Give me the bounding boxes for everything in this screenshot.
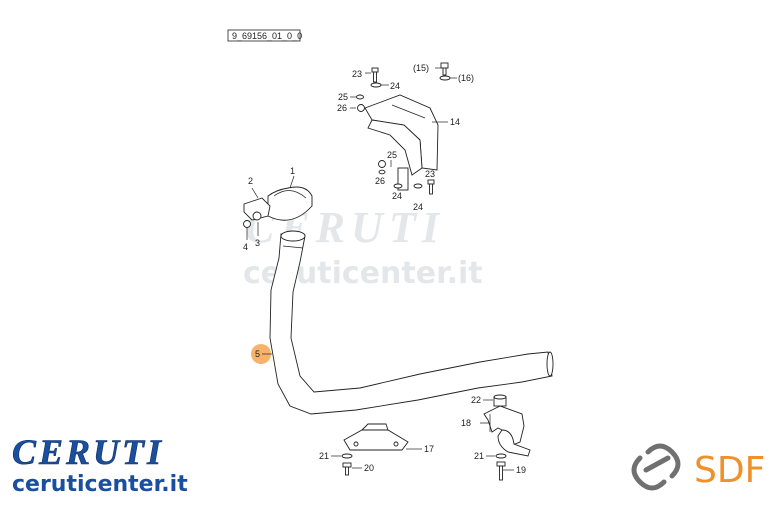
label-26b: 26 [375,176,385,186]
label-4: 4 [243,242,248,252]
heat-shield-part[interactable] [364,94,439,191]
label-24c: 24 [413,202,423,212]
label-24b: 24 [392,191,402,201]
bolt-part[interactable] [342,462,352,476]
nut-part[interactable] [378,160,386,168]
label-15: (15) [413,63,429,73]
exhaust-pipe-part[interactable] [269,230,554,415]
u-bolt-clamp-part[interactable] [243,186,313,221]
label-26a: 26 [337,103,347,113]
label-17: 17 [424,444,434,454]
washer-part[interactable] [439,75,451,81]
sdf-logo-text: SDF [694,450,765,491]
washer-part[interactable] [378,169,386,175]
sdf-logo: SDF [631,443,765,491]
label-19: 19 [516,465,526,475]
ceruti-logo-brand: CERUTI [12,432,164,472]
pipe-clamp-part[interactable] [483,394,531,457]
bolt-part[interactable] [440,62,449,76]
washer-part[interactable] [370,82,382,88]
washer-part[interactable] [413,183,423,189]
drawing-code-box: 9_69156_01_0_0 [227,29,302,42]
drawing-code: 9_69156_01_0_0 [232,31,302,41]
label-22: 22 [471,395,481,405]
label-18: 18 [461,418,471,428]
washer-part[interactable] [495,453,507,459]
label-23a: 23 [352,69,362,79]
sdf-knot-icon [631,443,681,491]
mounting-bracket-part[interactable] [343,423,409,451]
label-5: 5 [255,349,260,359]
ceruti-logo-url: ceruticenter.it [12,472,188,497]
label-1: 1 [290,166,295,176]
label-14: 14 [450,117,460,127]
label-23b: 23 [425,169,435,179]
callout-5-highlight: 5 [251,344,272,364]
label-25b: 25 [387,150,397,160]
label-20: 20 [364,463,374,473]
bolt-part[interactable] [371,67,379,83]
label-24a: 24 [390,81,400,91]
label-2: 2 [248,176,253,186]
ceruti-logo: CERUTI ceruticenter.it [12,432,189,497]
label-3: 3 [255,238,260,248]
washer-part[interactable] [356,94,364,100]
bolt-part[interactable] [427,179,435,195]
bolt-part[interactable] [496,461,506,481]
label-16: (16) [458,73,474,83]
nut-part[interactable] [243,220,251,228]
nut-part[interactable] [357,104,365,112]
label-21b: 21 [474,451,484,461]
label-25a: 25 [338,92,348,102]
washer-part[interactable] [393,183,403,189]
label-21a: 21 [319,451,329,461]
washer-part[interactable] [341,453,353,459]
